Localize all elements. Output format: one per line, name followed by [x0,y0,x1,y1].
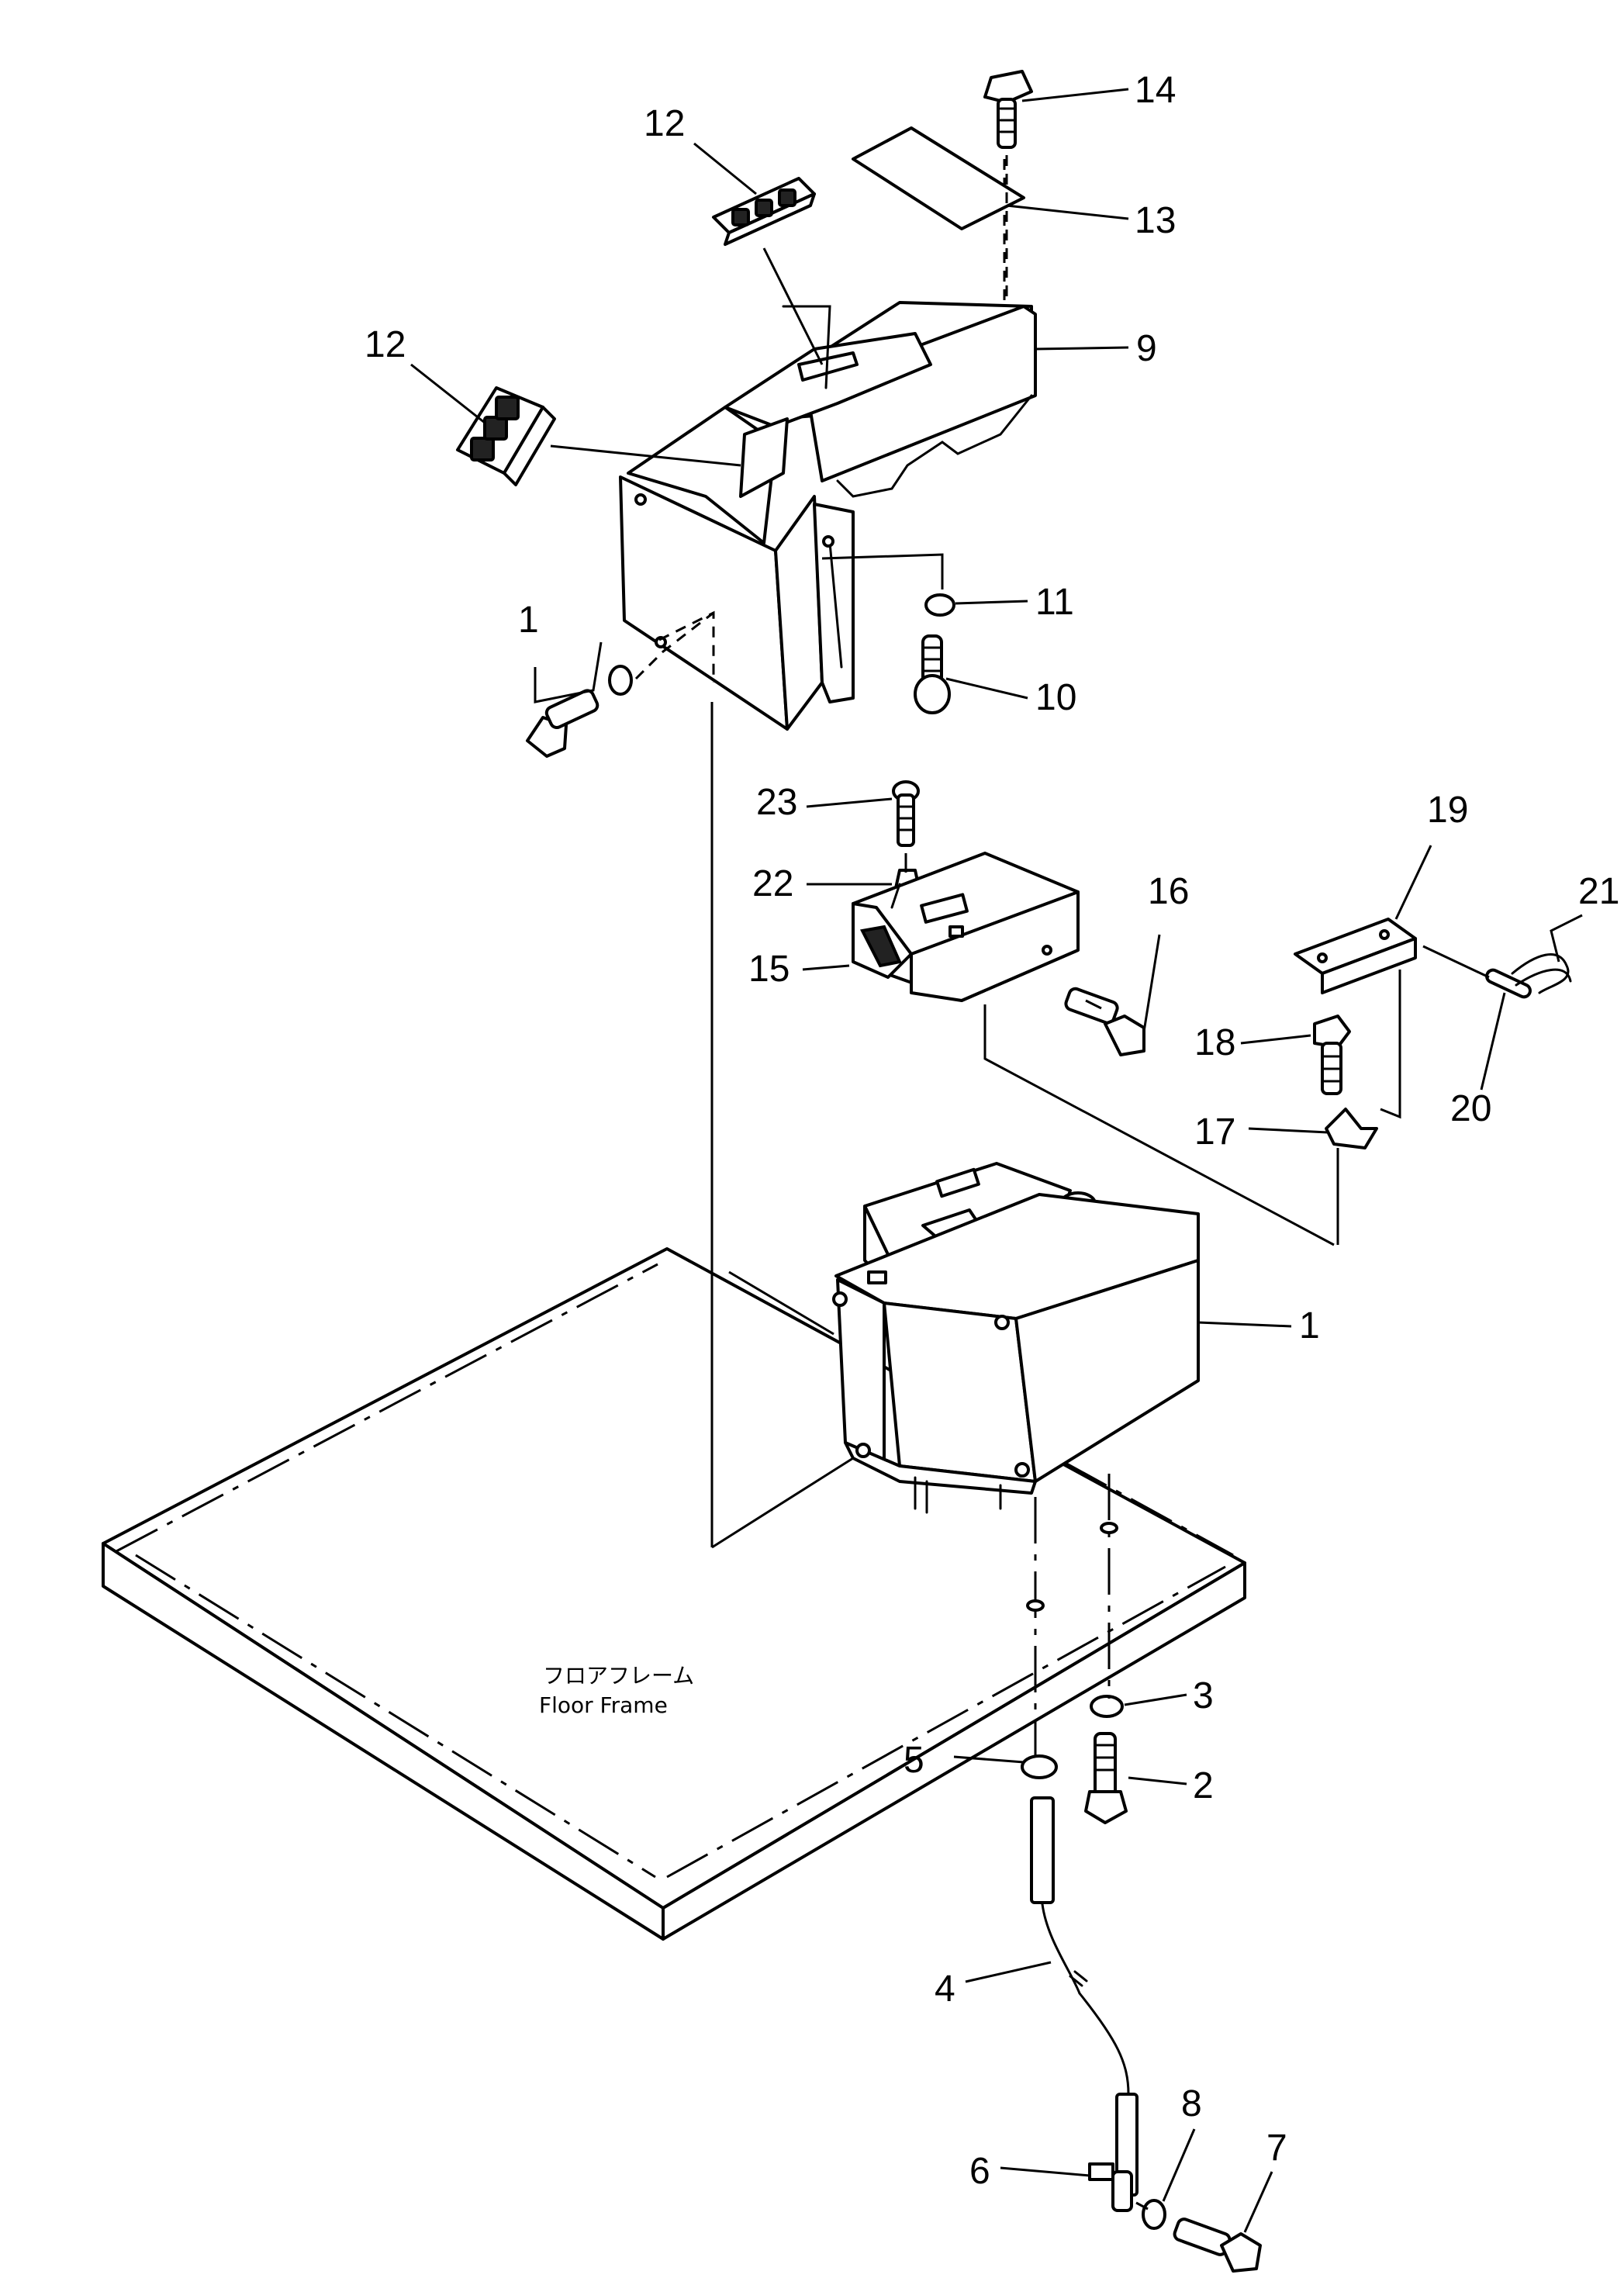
callout-19: 19 [1427,790,1468,831]
washer-11 [924,593,955,617]
callout-4: 4 [935,1969,955,2010]
bolt-2 [1084,1732,1128,1824]
callout-12-top: 12 [644,103,685,144]
callout-6: 6 [969,2151,990,2192]
assembly-lines [550,155,1490,2211]
callout-13: 13 [1135,200,1176,241]
screw-23 [892,780,920,847]
washer-8 [1142,2199,1166,2230]
upper-cover [619,159,1037,731]
callout-11: 11 [1035,582,1074,623]
washer-3 [1090,1695,1124,1718]
callout-16: 16 [1148,871,1189,912]
bracket-17 [1325,1108,1378,1149]
switch-panel-a [712,177,816,246]
clip-21 [1511,953,1572,994]
floor-frame-label-en: Floor Frame [539,1692,668,1718]
callout-14: 14 [1135,70,1176,111]
callout-15: 15 [748,949,790,990]
callout-10: 10 [1035,677,1076,718]
callout-12-left: 12 [365,324,406,365]
bolt-14 [983,70,1033,149]
floor-frame-label-jp: フロアフレーム [543,1663,694,1689]
callout-18: 18 [1194,1022,1235,1063]
callout-numbers: 14 13 12 12 9 11 10 1 23 22 15 16 19 21 … [365,70,1619,2192]
switch-panel-b [456,386,556,486]
grommet-5 [1021,1754,1058,1779]
callout-leaders [410,88,1583,2233]
pin-20 [1485,968,1532,999]
callout-3: 3 [1193,1675,1214,1716]
callout-1-upper: 1 [518,600,539,641]
callout-17: 17 [1194,1111,1235,1153]
bolt-10 [914,634,951,714]
bracket-19 [1294,918,1417,994]
callout-9: 9 [1136,328,1157,369]
bolt-16 [1064,987,1145,1056]
callout-8: 8 [1181,2083,1202,2124]
callout-20: 20 [1450,1088,1491,1129]
console-box [832,1162,1200,1514]
bolt-18 [1313,1015,1351,1095]
callout-7: 7 [1266,2128,1287,2169]
decal-plate [852,126,1025,230]
callout-1-lower: 1 [1299,1305,1320,1346]
callout-2: 2 [1193,1765,1214,1806]
bolt-and-washer-1 [526,665,633,758]
callout-5: 5 [904,1740,924,1781]
cable-4 [1030,1796,1139,2197]
cover-cap-15 [852,852,1080,1002]
callout-21: 21 [1578,871,1619,912]
terminal-6 [1088,2162,1133,2212]
callout-23: 23 [756,782,797,823]
bolt-7 [1173,2218,1262,2273]
callout-22: 22 [752,863,793,904]
